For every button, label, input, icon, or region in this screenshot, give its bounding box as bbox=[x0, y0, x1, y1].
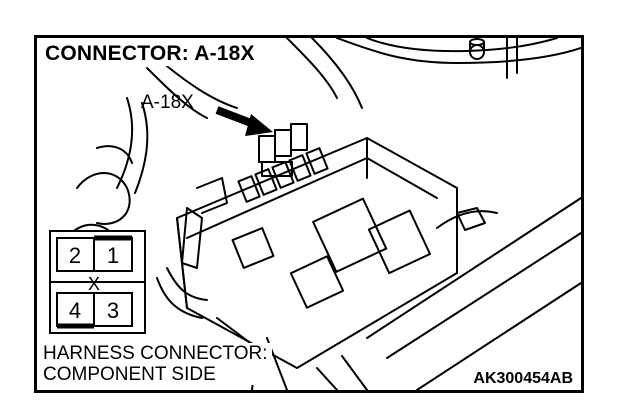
pin-1: 1 bbox=[107, 243, 119, 268]
callout-label: A-18X bbox=[141, 92, 194, 113]
pin-3: 3 bbox=[107, 298, 119, 323]
bolt-icon bbox=[469, 38, 485, 60]
figure-code: AK300454AB bbox=[473, 370, 573, 387]
center-mark: X bbox=[88, 274, 100, 294]
strut-tower-inner bbox=[366, 38, 558, 53]
wiring-loop bbox=[76, 172, 131, 225]
diagram-frame: 2 1 X 4 3 CONNECTOR: A-18X A-18X HARNESS… bbox=[34, 35, 584, 393]
engine-bay-illustration: 2 1 X 4 3 bbox=[49, 38, 581, 390]
arrow-icon bbox=[215, 106, 273, 136]
strut-tower bbox=[336, 38, 581, 64]
harness-connector-label: HARNESS CONNECTOR: COMPONENT SIDE bbox=[43, 343, 272, 385]
connector-a18x bbox=[258, 123, 308, 177]
harness-connector-line2: COMPONENT SIDE bbox=[43, 364, 216, 385]
connector-face bbox=[49, 230, 146, 334]
diagram-title: CONNECTOR: A-18X bbox=[45, 42, 259, 66]
pin-4: 4 bbox=[69, 298, 81, 323]
relay bbox=[312, 197, 388, 273]
pin-2: 2 bbox=[69, 243, 81, 268]
harness-connector-line1: HARNESS CONNECTOR: bbox=[43, 343, 268, 364]
chassis-rail bbox=[366, 197, 581, 390]
